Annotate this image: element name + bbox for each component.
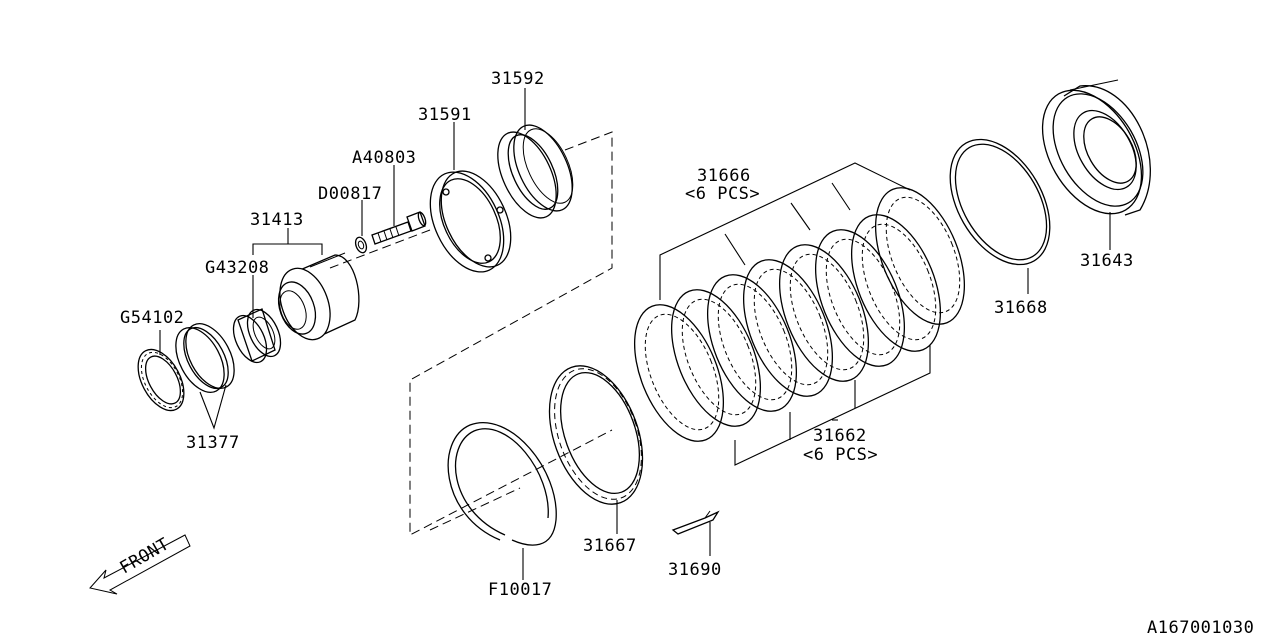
housing-31643 [1041, 79, 1151, 216]
label-31668: 31668 [994, 298, 1048, 318]
label-31413: 31413 [250, 210, 304, 230]
label-31377: 31377 [186, 433, 240, 453]
diagram-code: A167001030 [1147, 618, 1254, 638]
axis-dashed-2 [429, 487, 521, 531]
leader-31413 [252, 243, 323, 255]
label-31666-qty: <6 PCS> [685, 184, 760, 204]
clip-31690 [671, 510, 720, 535]
label-31667: 31667 [583, 536, 637, 556]
snap-rings-31377 [175, 323, 235, 393]
snap-ring-f10017 [447, 422, 557, 546]
bolt-a40803 [371, 211, 427, 245]
label-f10017: F10017 [488, 580, 552, 600]
bearing-g43208 [232, 308, 282, 364]
label-g54102: G54102 [120, 308, 184, 328]
front-arrow-icon [89, 534, 191, 595]
drum-31413 [277, 252, 360, 341]
label-31643: 31643 [1080, 251, 1134, 271]
label-31662-qty: <6 PCS> [803, 445, 878, 465]
label-31592: 31592 [491, 69, 545, 89]
seal-31592 [497, 124, 574, 219]
bracket-31666 [659, 162, 911, 300]
label-g43208: G43208 [205, 258, 269, 278]
label-31690: 31690 [668, 560, 722, 580]
bracket-31662 [734, 345, 931, 466]
plate-31591 [429, 170, 512, 273]
leader-31377 [199, 384, 227, 430]
clutch-pack [633, 187, 966, 442]
label-a40803: A40803 [352, 148, 416, 168]
lock-nut-g54102 [137, 348, 185, 412]
label-31666: 31666 [697, 166, 751, 186]
group-frame-dashed [409, 131, 613, 536]
front-label: FRONT [117, 534, 173, 578]
label-d00817: D00817 [318, 184, 382, 204]
washer-d00817 [354, 236, 368, 254]
label-31591: 31591 [418, 105, 472, 125]
label-31662: 31662 [813, 426, 867, 446]
ring-31668 [949, 138, 1051, 266]
plate-31667 [548, 365, 644, 505]
axis-dashed [329, 229, 431, 269]
